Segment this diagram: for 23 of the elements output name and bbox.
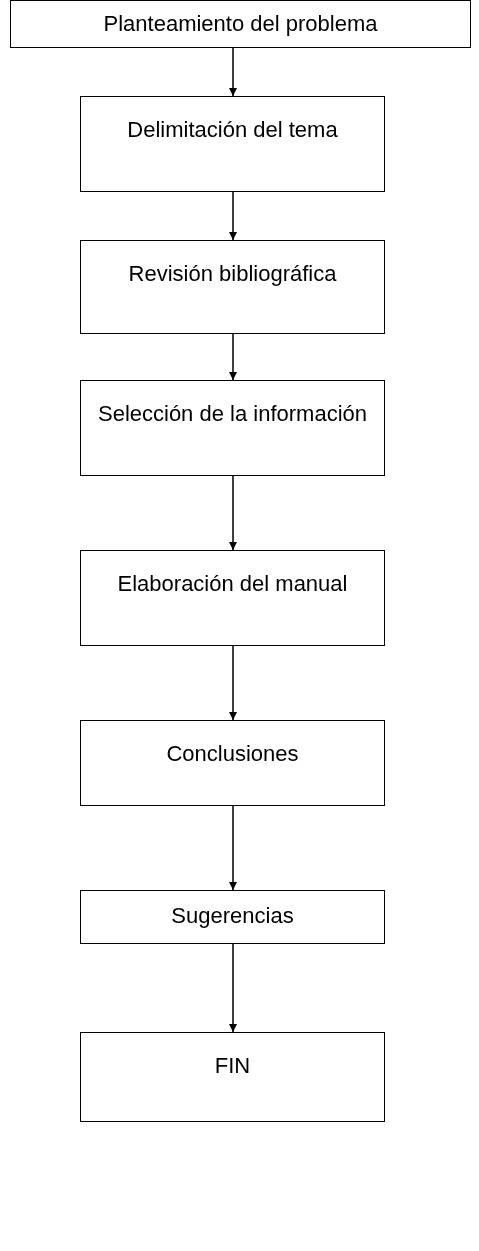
process-box [80, 720, 385, 806]
arrow [229, 47, 237, 97]
box-label: Conclusiones [166, 740, 299, 768]
box-label: Planteamiento del problema [103, 10, 378, 38]
arrow [229, 805, 237, 891]
box-label: FIN [214, 1052, 251, 1080]
process-box [10, 0, 471, 48]
process-box [80, 1032, 385, 1122]
arrow [229, 191, 237, 241]
arrow [229, 943, 237, 1033]
process-box [80, 380, 385, 476]
process-box [80, 550, 385, 646]
box-label: Delimitación del tema [127, 116, 338, 144]
process-box [80, 96, 385, 192]
process-box [80, 240, 385, 334]
box-label: Elaboración del manual [117, 570, 348, 598]
arrow [229, 475, 237, 551]
box-label: Sugerencias [171, 902, 294, 930]
box-label: Selección de la información [97, 400, 367, 428]
box-label: Revisión bibliográfica [128, 260, 337, 288]
arrow [229, 333, 237, 381]
arrow [229, 645, 237, 721]
process-box [80, 890, 385, 944]
